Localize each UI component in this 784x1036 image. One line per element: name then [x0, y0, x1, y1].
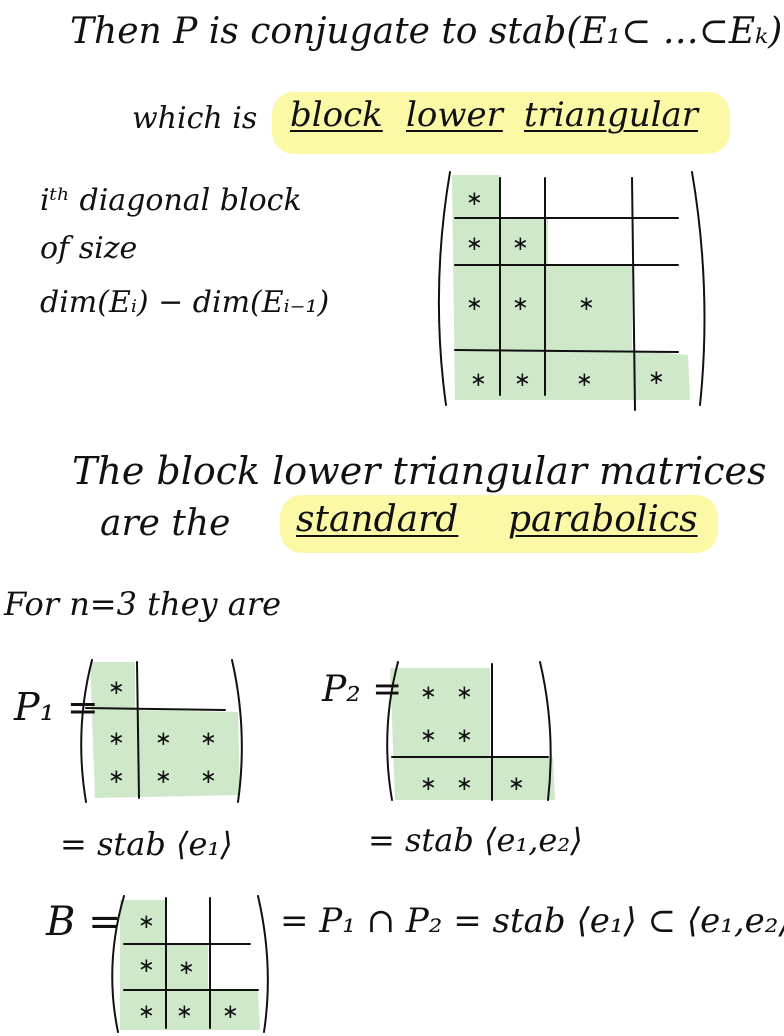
highlight-word-block: block: [290, 95, 383, 135]
entry: ∗: [155, 764, 172, 788]
entry: ∗: [200, 764, 217, 788]
line-for-n-equals-3: For n=3 they are: [4, 585, 282, 623]
entry: ∗: [648, 365, 665, 389]
entry: ∗: [138, 999, 155, 1023]
entry: ∗: [420, 723, 437, 747]
b-matrix: ∗ ∗ ∗ ∗ ∗ ∗: [111, 895, 269, 1033]
entry: ∗: [576, 367, 593, 391]
line-of-size: of size: [40, 231, 138, 266]
line-conjugate-stab: Then P is conjugate to stab(E₁⊂ …⊂Eₖ): [70, 11, 783, 52]
entry: ∗: [466, 231, 483, 255]
highlight-word-lower: lower: [406, 95, 503, 135]
p2-matrix: ∗ ∗ ∗ ∗ ∗ ∗ ∗: [386, 661, 555, 801]
b-intersection-formula: = P₁ ∩ P₂ = stab ⟨e₁⟩ ⊂ ⟨e₁,e₂⟩: [280, 901, 784, 941]
line-are-the: are the: [100, 503, 231, 544]
entry: ∗: [456, 723, 473, 747]
entry: ∗: [176, 999, 193, 1023]
p2-stab: = stab ⟨e₁,e₂⟩: [368, 821, 583, 859]
entry: ∗: [178, 955, 195, 979]
highlight-word-parabolics: parabolics: [508, 499, 698, 540]
entry: ∗: [420, 771, 437, 795]
entry: ∗: [456, 771, 473, 795]
entry: ∗: [508, 771, 525, 795]
p1-label: P₁ =: [14, 685, 99, 729]
line-ith-diagonal-block: iᵗʰ diagonal block: [40, 183, 302, 218]
entry: ∗: [512, 291, 529, 315]
entry: ∗: [466, 291, 483, 315]
highlight-block-lower-triangular: [272, 92, 730, 154]
big-block-matrix: ∗ ∗ ∗ ∗ ∗ ∗ ∗ ∗ ∗ ∗: [437, 171, 706, 411]
entry: ∗: [108, 675, 125, 699]
entry: ∗: [108, 726, 125, 750]
b-label: B =: [46, 899, 122, 945]
p1-stab: = stab ⟨e₁⟩: [60, 825, 233, 863]
entry: ∗: [420, 680, 437, 704]
line-block-lower-triangular-matrices: The block lower triangular matrices: [72, 449, 767, 493]
highlight-word-standard: standard: [296, 499, 459, 540]
entry: ∗: [155, 726, 172, 750]
entry: ∗: [108, 764, 125, 788]
entry: ∗: [578, 291, 595, 315]
highlight-word-triangular: triangular: [524, 95, 699, 135]
p2-label: P₂ =: [322, 669, 403, 710]
line-which-is: which is: [132, 101, 258, 136]
line-dim-difference: dim(Eᵢ) − dim(Eᵢ₋₁): [40, 285, 330, 320]
entry: ∗: [138, 909, 155, 933]
highlight-standard-parabolics: [280, 495, 718, 553]
entry: ∗: [470, 367, 487, 391]
entry: ∗: [200, 726, 217, 750]
entry: ∗: [514, 367, 531, 391]
p1-matrix: ∗ ∗ ∗ ∗ ∗ ∗ ∗: [80, 659, 243, 803]
entry: ∗: [456, 680, 473, 704]
entry: ∗: [222, 999, 239, 1023]
entry: ∗: [512, 231, 529, 255]
entry: ∗: [466, 186, 483, 210]
entry: ∗: [138, 953, 155, 977]
